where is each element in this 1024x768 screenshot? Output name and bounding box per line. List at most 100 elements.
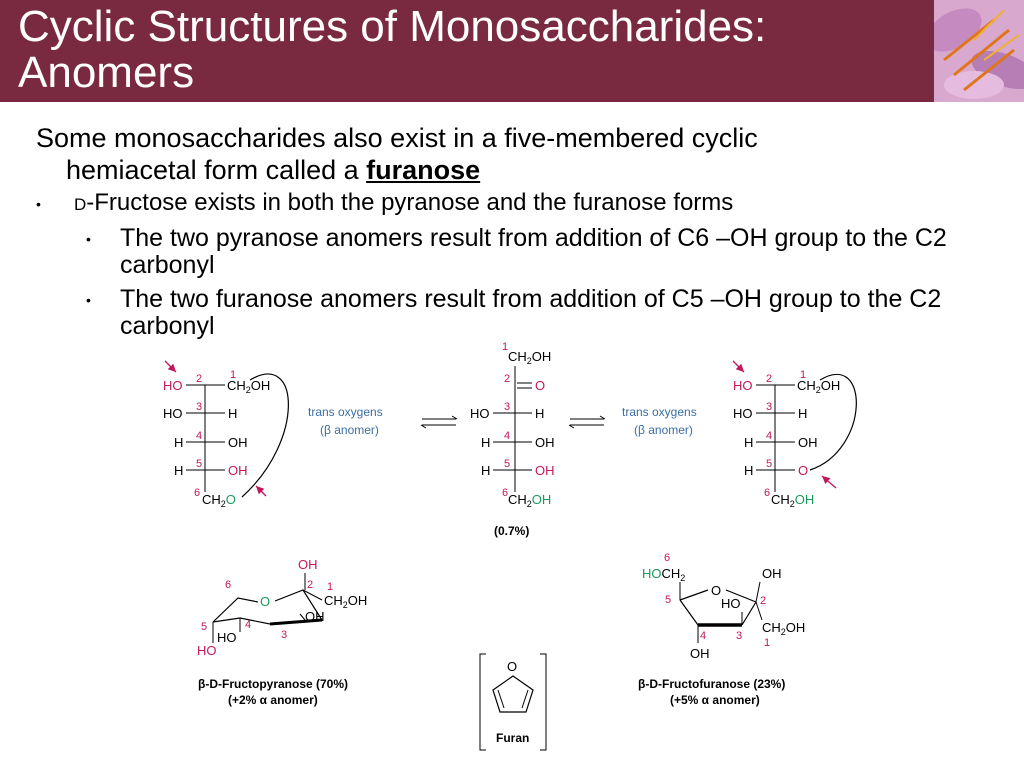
- svg-text:4: 4: [504, 430, 510, 442]
- bullet-dot: •: [86, 291, 91, 308]
- equilibrium-arrow-1: [420, 415, 458, 429]
- bullet-dot: •: [36, 195, 41, 212]
- open-chain-percent: (0.7%): [494, 524, 529, 538]
- svg-text:CH2OH: CH2OH: [797, 378, 840, 395]
- fructose-cyclization-diagram: HO 2 1 CH2OH HO 3 H H 4 OH H 5 OH 6 CH2O…: [163, 341, 857, 751]
- open-chain-fischer: 1 CH2OH 2 O HO 3 H H 4 OH H 5 OH 6 CH2OH: [470, 341, 555, 509]
- svg-text:2: 2: [766, 373, 772, 385]
- svg-text:2: 2: [307, 579, 313, 591]
- svg-text:4: 4: [196, 430, 202, 442]
- svg-text:OH: OH: [228, 463, 248, 478]
- svg-text:4: 4: [766, 430, 772, 442]
- svg-text:H: H: [228, 406, 237, 421]
- svg-text:CH2OH: CH2OH: [762, 620, 805, 637]
- svg-text:6: 6: [664, 552, 670, 564]
- svg-text:HOCH2: HOCH2: [642, 566, 685, 583]
- intro-line-2-text: hemiacetal form called a: [66, 155, 367, 185]
- svg-text:6: 6: [764, 487, 770, 499]
- fructopyranose-label: β-D-Fructopyranose (70%): [198, 677, 348, 691]
- svg-text:5: 5: [665, 594, 671, 606]
- svg-text:OH: OH: [298, 557, 318, 572]
- svg-text:2: 2: [504, 373, 510, 385]
- svg-text:5: 5: [504, 458, 510, 470]
- intro-line-1: Some monosaccharides also exist in a fiv…: [36, 123, 758, 153]
- fructofuranose-label: β-D-Fructofuranose (23%): [638, 677, 785, 691]
- svg-text:OH: OH: [305, 609, 325, 624]
- svg-text:CH2OH: CH2OH: [771, 492, 814, 509]
- svg-text:1: 1: [230, 369, 236, 381]
- furan-label: Furan: [496, 731, 529, 745]
- svg-text:HO: HO: [721, 596, 741, 611]
- svg-text:1: 1: [502, 341, 508, 353]
- title-bar: Cyclic Structures of Monosaccharides: An…: [0, 0, 934, 102]
- left-fischer-projection: HO 2 1 CH2OH HO 3 H H 4 OH H 5 OH 6 CH2O: [163, 360, 289, 509]
- svg-text:3: 3: [196, 401, 202, 413]
- svg-text:OH: OH: [762, 566, 782, 581]
- fructofuranose-structure: 6 HOCH2 5 O OH 2 HO CH2OH 1 3 4 OH: [642, 552, 805, 661]
- svg-text:6: 6: [225, 579, 231, 591]
- intro-line-2: hemiacetal form called a furanose: [36, 154, 936, 186]
- svg-text:OH: OH: [535, 463, 555, 478]
- svg-text:H: H: [744, 435, 753, 450]
- equilibrium-arrow-2: [568, 415, 606, 429]
- fructopyranose-structure: OH 2 1 6 O CH2OH OH 3 4 5 HO HO: [197, 557, 367, 658]
- svg-text:OH: OH: [535, 435, 555, 450]
- svg-text:5: 5: [766, 458, 772, 470]
- svg-text:H: H: [481, 463, 490, 478]
- svg-text:1: 1: [327, 581, 333, 593]
- svg-text:OH: OH: [228, 435, 248, 450]
- svg-text:O: O: [798, 463, 808, 478]
- equilibrium-label-1: trans oxygens: [308, 405, 383, 419]
- svg-text:5: 5: [196, 458, 202, 470]
- svg-text:OH: OH: [798, 435, 818, 450]
- sub-bullet-pyranose-text: The two pyranose anomers result from add…: [120, 224, 947, 279]
- svg-text:O: O: [507, 659, 517, 674]
- flower-image: [934, 0, 1024, 102]
- svg-text:H: H: [174, 435, 183, 450]
- sub-bullet-pyranose: • The two pyranose anomers result from ad…: [86, 225, 986, 279]
- svg-text:H: H: [481, 435, 490, 450]
- svg-text:3: 3: [736, 630, 742, 642]
- svg-text:H: H: [535, 406, 544, 421]
- svg-text:CH2OH: CH2OH: [508, 349, 551, 366]
- svg-text:O: O: [711, 583, 721, 598]
- title-line-1: Cyclic Structures of Monosaccharides:: [18, 2, 767, 51]
- svg-text:1: 1: [800, 369, 806, 381]
- svg-text:2: 2: [196, 373, 202, 385]
- svg-text:HO: HO: [217, 630, 237, 645]
- svg-text:H: H: [798, 406, 807, 421]
- svg-text:3: 3: [281, 629, 287, 641]
- svg-text:HO: HO: [163, 378, 183, 393]
- svg-text:6: 6: [502, 487, 508, 499]
- svg-text:2: 2: [760, 595, 766, 607]
- fructopyranose-alpha-label: (+2% α anomer): [228, 693, 318, 707]
- svg-text:H: H: [174, 463, 183, 478]
- slide-title: Cyclic Structures of Monosaccharides: An…: [18, 4, 918, 96]
- svg-text:HO: HO: [733, 378, 753, 393]
- bullet-dot: •: [86, 230, 91, 247]
- anomer-label-1: (β anomer): [320, 423, 379, 437]
- svg-text:H: H: [744, 463, 753, 478]
- svg-text:1: 1: [764, 637, 770, 649]
- right-fischer-projection: HO 2 1 CH2OH HO 3 H H 4 OH H 5 O 6 CH2OH: [732, 360, 857, 509]
- d-prefix: D: [74, 195, 87, 214]
- furanose-term: furanose: [366, 155, 481, 185]
- bullet-fructose-text: -Fructose exists in both the pyranose an…: [86, 189, 734, 216]
- anomer-label-2: (β anomer): [634, 423, 693, 437]
- fructofuranose-alpha-label: (+5% α anomer): [670, 693, 760, 707]
- svg-text:4: 4: [700, 630, 706, 642]
- svg-text:CH2O: CH2O: [202, 492, 236, 509]
- title-line-2: Anomers: [18, 48, 195, 97]
- svg-text:4: 4: [245, 619, 251, 631]
- svg-text:CH2OH: CH2OH: [324, 593, 367, 610]
- svg-text:HO: HO: [470, 406, 490, 421]
- svg-text:O: O: [260, 594, 270, 609]
- svg-text:CH2OH: CH2OH: [508, 492, 551, 509]
- svg-text:6: 6: [194, 487, 200, 499]
- svg-text:5: 5: [201, 621, 207, 633]
- svg-text:HO: HO: [163, 406, 183, 421]
- sub-bullet-furanose: •The two furanose anomers result from ad…: [86, 286, 986, 340]
- svg-text:OH: OH: [690, 646, 710, 661]
- svg-text:O: O: [535, 378, 545, 393]
- bullet-fructose: • D-Fructose exists in both the pyranose …: [36, 189, 733, 219]
